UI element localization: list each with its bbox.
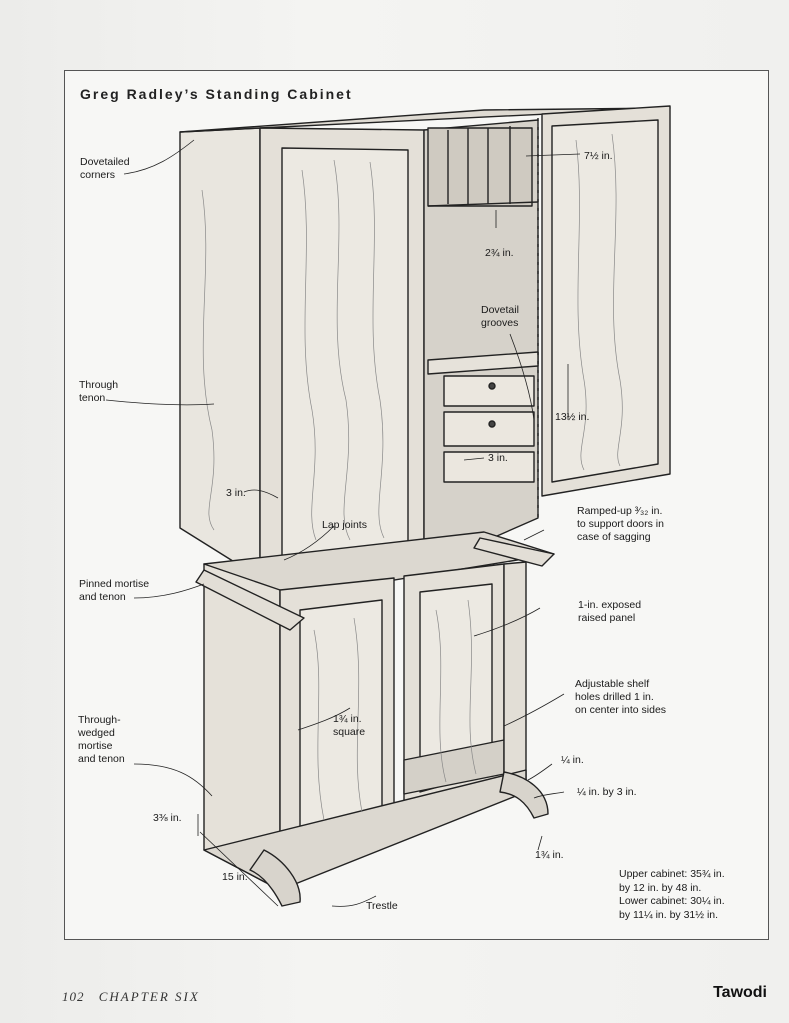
label-lap-joints: Lap joints <box>322 519 367 531</box>
label-pinned-mortise: Pinned mortise and tenon <box>79 578 150 603</box>
label-dovetail-grooves: Dovetail grooves <box>481 304 519 329</box>
dimension-line: by 12 in. by 48 in. <box>619 881 702 894</box>
label-ramped-up: Ramped-up ³⁄₃₂ in. to support doors in c… <box>577 505 664 543</box>
dimension-line: Upper cabinet: 35¾ in. <box>619 868 725 880</box>
label-dim-3-3-8: 3⅜ in. <box>153 812 182 824</box>
label-square-post: 1¾ in. square <box>333 713 366 738</box>
label-trestle: Trestle <box>366 900 398 912</box>
cabinet-dimensions-note: Upper cabinet: 35¾ in. by 12 in. by 48 i… <box>619 868 725 922</box>
label-dim-13-1-2: 13½ in. <box>555 411 590 423</box>
label-dim-15: 15 in. <box>222 871 248 883</box>
label-adjustable-shelf: Adjustable shelf holes drilled 1 in. on … <box>575 678 667 716</box>
label-through-wedged: Through- wedged mortise and tenon <box>78 714 125 765</box>
page-footer: 102 CHAPTER SIX <box>62 989 200 1005</box>
label-dim-7-1-2: 7½ in. <box>584 150 613 162</box>
label-dim-1-3-4: 1¾ in. <box>535 849 564 861</box>
dimension-line: by 11¼ in. by 31½ in. <box>619 908 719 921</box>
label-dovetailed-corners: Dovetailed corners <box>80 156 130 181</box>
figure-title: Greg Radley’s Standing Cabinet <box>80 86 353 102</box>
label-dim-3-mid: 3 in. <box>488 452 508 464</box>
chapter-title: CHAPTER SIX <box>98 989 200 1004</box>
label-exposed-panel: 1-in. exposed raised panel <box>578 599 642 624</box>
label-dim-1-4-by-3: ¼ in. by 3 in. <box>577 786 637 798</box>
watermark: Tawodi <box>713 984 767 1001</box>
dimension-line: Lower cabinet: 30¼ in. <box>619 895 725 907</box>
cabinet-illustration <box>105 105 671 907</box>
page-number: 102 <box>62 989 85 1004</box>
label-dim-2-3-4: 2¾ in. <box>485 247 514 259</box>
label-dim-1-4: ¼ in. <box>561 754 584 766</box>
label-through-tenon: Through tenon <box>79 379 119 404</box>
label-dim-3-left: 3 in. <box>226 487 246 499</box>
